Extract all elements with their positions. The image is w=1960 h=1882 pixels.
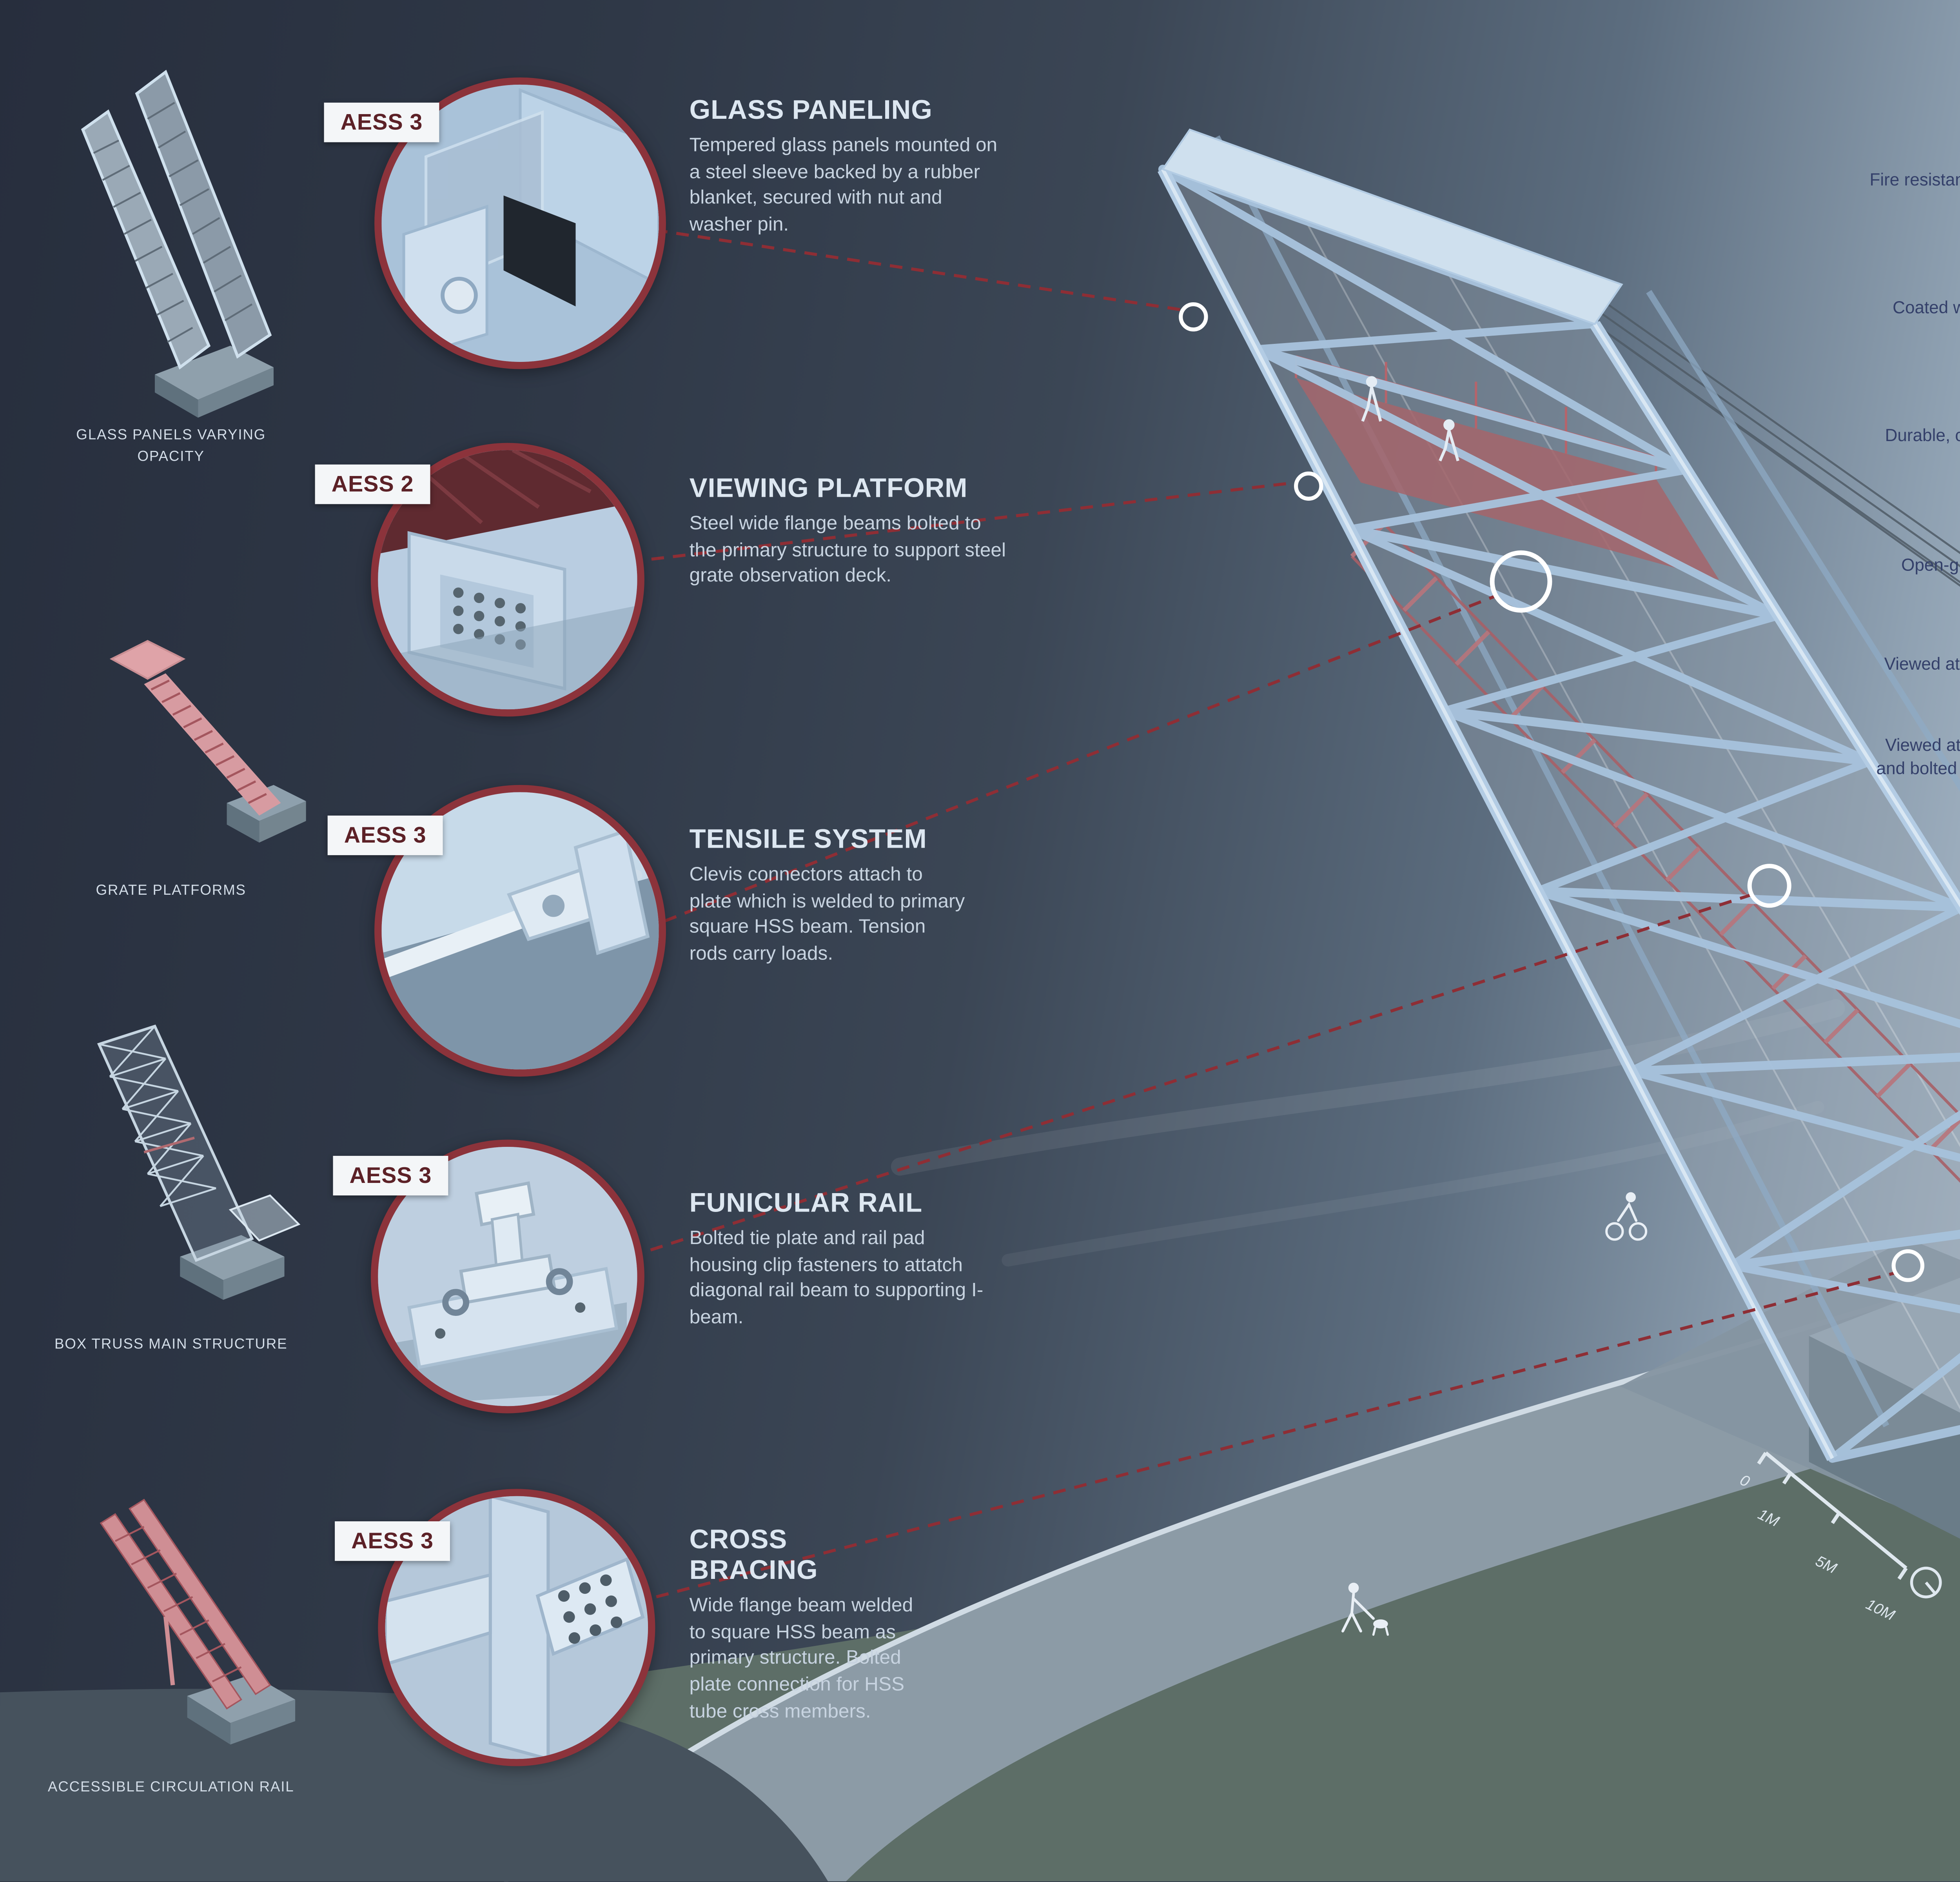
callout-viewing-platform: VIEWING PLATFORM Steel wide flange beams…: [690, 474, 1014, 591]
steel-entry-desc: Open-grid panels for drainage and ventil…: [1901, 556, 1960, 576]
callout-desc: Wide flange beam welded to square HSS be…: [689, 1595, 913, 1722]
pier-base: [1809, 1277, 1960, 1539]
callout-glass-paneling: GLASS PANELING Tempered glass panels mou…: [690, 95, 1005, 239]
marker-tensile-system: [1490, 550, 1552, 613]
callout-desc: Tempered glass panels mounted on a steel…: [689, 135, 998, 236]
people: [1341, 1192, 1648, 1636]
aess-note-desc: Viewed at a distance >6m. Standard struc…: [1884, 655, 1960, 675]
thumb-label-glass-panels: GLASS PANELS VARYING OPACITY: [76, 427, 266, 465]
steel-entry-name: STAINLESS STEEL: [1868, 400, 1960, 421]
callout-desc: Steel wide flange beams bolted to the pr…: [689, 513, 1006, 588]
steel-entry-desc: Durable, corrosion-resistant, and polish…: [1885, 427, 1960, 447]
cyclist-icon: [1605, 1192, 1648, 1241]
marker-viewing-platform: [1294, 471, 1323, 501]
callout-title: CROSS BRACING: [689, 1525, 818, 1586]
marker-funicular-rail: [1747, 864, 1791, 908]
steel-entry-name: STEEL GRATE: [1868, 529, 1960, 551]
callout-tensile-system: TENSILE SYSTEM Clevis connectors attach …: [690, 825, 969, 968]
leader-lines: [629, 225, 1896, 1604]
funicular-tower: [1158, 128, 1960, 1463]
aess-badge-funicular-rail: AESS 3: [333, 1155, 448, 1195]
callout-title: TENSILE SYSTEM: [689, 825, 927, 856]
main-chords: [1158, 166, 1960, 1461]
deck-people: [1361, 376, 1459, 461]
aess-note-desc: Viewed at a distance <6m. Standard struc…: [1876, 736, 1960, 779]
callout-title: FUNICULAR RAIL: [689, 1188, 923, 1219]
tower-cap: [1161, 128, 1623, 325]
aess-badge-tensile-system: AESS 3: [327, 816, 443, 856]
aess-badge-glass-paneling: AESS 3: [324, 102, 439, 142]
callout-desc: Bolted tie plate and rail pad housing cl…: [689, 1228, 984, 1329]
thumbnail-glass-panels: [81, 69, 274, 418]
north-compass-icon: [1910, 1566, 1942, 1599]
flow-lines: [891, 999, 1845, 1267]
callout-title: GLASS PANELING: [689, 95, 933, 126]
detail-markers: [1179, 302, 1925, 1282]
thumbnail-accessible-rail: [100, 1499, 296, 1745]
thumb-label-box-truss: BOX TRUSS MAIN STRUCTURE: [54, 1336, 288, 1352]
pedestrian-dog-icon: [1341, 1582, 1389, 1636]
thumb-label-grate-platforms: GRATE PLATFORMS: [96, 882, 246, 899]
steel-entry-desc: Coated with zinc for rust protection, id…: [1893, 299, 1960, 319]
thumbnail-grate-platforms: [109, 640, 306, 843]
detail-circle-funicular-rail: [370, 1139, 644, 1413]
aess-badge-viewing-platform: AESS 2: [315, 464, 430, 504]
callout-funicular-rail: FUNICULAR RAIL Bolted tie plate and rail…: [690, 1188, 987, 1332]
callout-title: VIEWING PLATFORM: [689, 473, 968, 504]
steel-entry-desc: Fire resistant shop applied epoxy based …: [1869, 171, 1960, 191]
marker-cross-bracing: [1891, 1249, 1925, 1282]
marker-glass-paneling: [1179, 302, 1208, 332]
thumbnail-box-truss: [97, 1025, 301, 1300]
callout-cross-bracing: CROSS BRACING Wide flange beam welded to…: [690, 1525, 924, 1725]
steel-entry-name: INTUMESCENT COATING: [1868, 144, 1960, 165]
callout-desc: Clevis connectors attach to plate which …: [689, 864, 965, 965]
truss-lattice: [1158, 165, 1960, 1463]
aess-badge-cross-bracing: AESS 3: [335, 1521, 450, 1561]
steel-entry-name: GALVANIZED STEEL: [1868, 272, 1960, 293]
thumb-label-accessible-rail: ACCESSIBLE CIRCULATION RAIL: [47, 1778, 294, 1795]
